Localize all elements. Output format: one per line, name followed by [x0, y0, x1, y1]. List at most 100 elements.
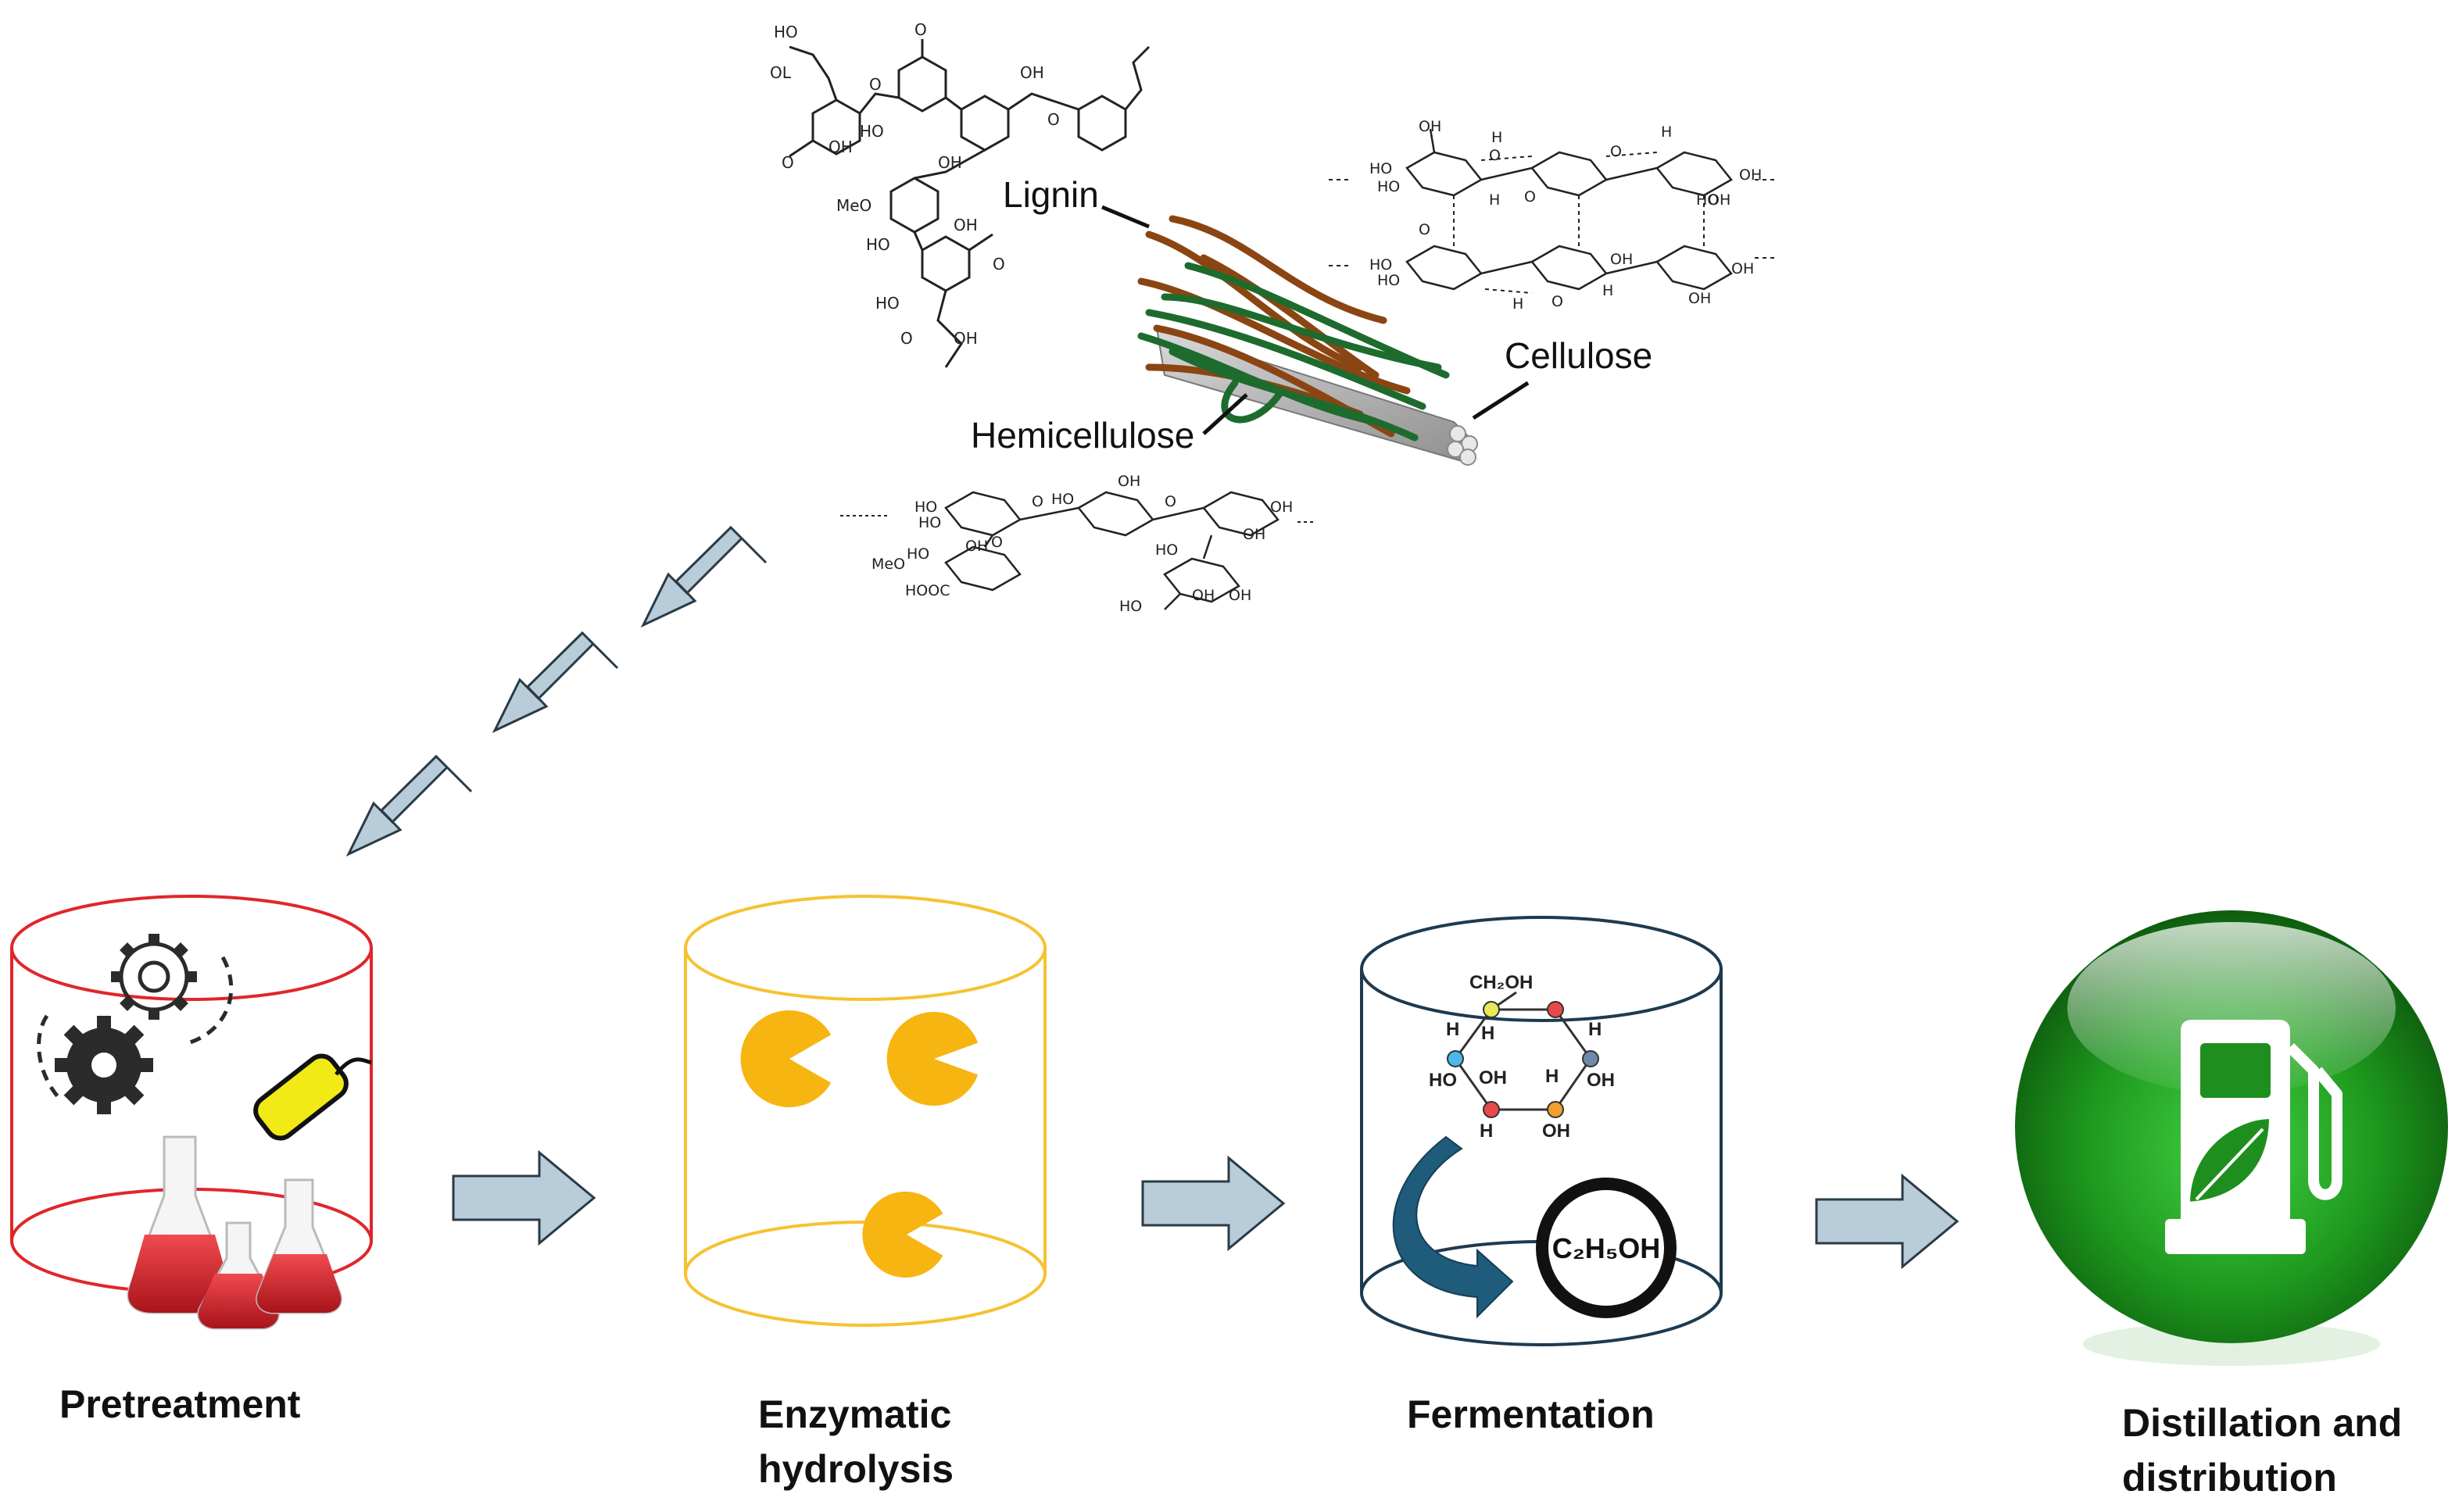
glucose-label: H — [1545, 1066, 1559, 1087]
cellulose-ring — [1530, 245, 1608, 291]
cellulose-ring — [1530, 151, 1608, 197]
gear-icon — [55, 1016, 153, 1114]
glucose-atom-node — [1547, 1001, 1564, 1018]
glucose-atom-node — [1483, 1001, 1500, 1018]
glucose-atom-node — [1447, 1050, 1464, 1067]
hemicellulose-atom: HOOC — [905, 582, 950, 599]
lignin-fiber — [1137, 277, 1411, 395]
pretreatment-vessel — [10, 895, 373, 1330]
lignin-bond — [936, 290, 963, 368]
lignin-ring — [960, 95, 1010, 152]
hemicellulose-atom: OH — [1243, 526, 1265, 543]
cellulose-atom: OH — [1708, 191, 1730, 209]
process-arrow — [1815, 1173, 1959, 1270]
hemicellulose-atom: O — [1032, 493, 1043, 510]
lignin-fiber — [1200, 254, 1380, 379]
glucose-label: OH — [1587, 1070, 1615, 1091]
cellulose-structure — [1405, 128, 1733, 291]
lignin-ring — [921, 235, 971, 292]
pacman-enzyme-icon — [740, 1010, 832, 1107]
hemicellulose-pointer — [1202, 393, 1248, 435]
cellulose-atom: O — [1551, 293, 1563, 310]
glucose-label: OH — [1542, 1121, 1570, 1142]
horizontal-arrows — [452, 1149, 1959, 1270]
cellulose-bond — [1605, 166, 1658, 181]
cellulose-fiber-end — [1459, 449, 1476, 466]
pacman-enzyme-icon — [886, 1012, 979, 1106]
lignin-atom: O — [993, 255, 1005, 273]
erlenmeyer-flask-icon — [256, 1178, 342, 1314]
stage-label-line: Pretreatment — [59, 1382, 301, 1426]
hemicellulose-atom: HO — [1155, 542, 1178, 559]
process-arrow — [1141, 1155, 1286, 1252]
cellulose-atom: OH — [1610, 251, 1633, 268]
lignin-atom: O — [900, 329, 913, 348]
hemicellulose-bond — [1152, 506, 1204, 521]
vessel-top-rim — [10, 895, 373, 1001]
process-arrow — [452, 1149, 596, 1246]
lignin-atom: OH — [954, 216, 978, 234]
hemicellulose-atom: HO — [1119, 598, 1142, 615]
hemicellulose-bond — [1019, 506, 1079, 521]
hemicellulose-ring — [944, 491, 1022, 537]
diagonal-arrows — [345, 525, 768, 857]
lignin-atom: O — [914, 20, 927, 39]
stage-label-line: Enzymatic — [758, 1392, 952, 1436]
lignin-atom: HO — [875, 294, 900, 313]
cellulose-atom: O — [1489, 147, 1501, 164]
ethanol-badge — [1536, 1178, 1677, 1318]
lignin-atom: OH — [1020, 63, 1044, 82]
lignin-atom: OH — [938, 153, 962, 172]
glucose-label: H — [1588, 1019, 1602, 1040]
hemicellulose-dots — [840, 515, 1313, 523]
lignin-atom: O — [1047, 110, 1060, 129]
stage-label-distillation: Distillation and distribution — [2122, 1396, 2402, 1505]
cellulose-atom: OH — [1419, 118, 1441, 135]
lignin-atom: O — [869, 75, 882, 94]
vessel-top-rim — [1360, 916, 1723, 1022]
hemicellulose-atoms: HO HO O HO OH O OH OH MeO HO OH HOOC O H… — [871, 473, 1293, 615]
glucose-label: H — [1481, 1023, 1494, 1044]
thermometer-probe-icon — [253, 1053, 372, 1141]
hemicellulose-ring — [944, 545, 1022, 592]
cellulose-atom: HO — [1696, 191, 1719, 209]
cellulose-ring — [1655, 245, 1733, 291]
cellulose-atom: HO — [1369, 160, 1392, 177]
sphere-gloss — [2067, 922, 2396, 1094]
hemicellulose-ring — [1077, 491, 1154, 537]
hemicellulose-atom: HO — [918, 514, 941, 531]
lignin-label: Lignin — [1003, 174, 1099, 215]
stage-label-fermentation: Fermentation — [1407, 1387, 1655, 1442]
pump-screen — [2200, 1043, 2271, 1098]
lignin-ring — [1077, 95, 1127, 152]
lignin-bond — [913, 231, 924, 251]
gear-motion-arc — [187, 956, 234, 1046]
stage-label-enzymatic-hydrolysis: Enzymatic hydrolysis — [758, 1387, 954, 1496]
cellulose-fiber-end — [1447, 441, 1464, 458]
lignin-atom: MeO — [836, 196, 871, 215]
cellulose-atom: H — [1491, 129, 1502, 146]
cellulose-ring — [1655, 151, 1733, 197]
ethanol-formula: C₂H₅OH — [1552, 1232, 1661, 1264]
lignin-bond — [945, 96, 962, 111]
cellulose-hbonds — [1329, 152, 1778, 294]
stage-label-line: Distillation and — [2122, 1401, 2403, 1445]
hemicellulose-atom: OH — [1192, 587, 1215, 604]
enzymatic-hydrolysis-vessel — [684, 895, 1047, 1327]
distillation-sphere — [2015, 910, 2448, 1366]
hemicellulose-atom: HO — [907, 545, 929, 563]
cellulose-atoms: OH HO HO O H O OH H HO OH O H O HO HO OH… — [1369, 118, 1762, 313]
gear-motion-arcs — [37, 956, 234, 1103]
gear-motion-arc — [37, 1014, 64, 1103]
hemicellulose-label: Hemicellulose — [971, 415, 1195, 456]
hemicellulose-atom: HO — [914, 499, 937, 516]
cellulose-bond — [1480, 166, 1533, 181]
cellulose-atom: H — [1512, 295, 1523, 313]
hemicellulose-atom: O — [1165, 493, 1176, 510]
cellulose-atom: HO — [1377, 272, 1400, 289]
stage-label-line: distribution — [2122, 1456, 2337, 1499]
hemicellulose-atom: HO — [1051, 491, 1074, 508]
lignin-ring — [889, 177, 939, 234]
lignin-pointer — [1101, 205, 1150, 229]
